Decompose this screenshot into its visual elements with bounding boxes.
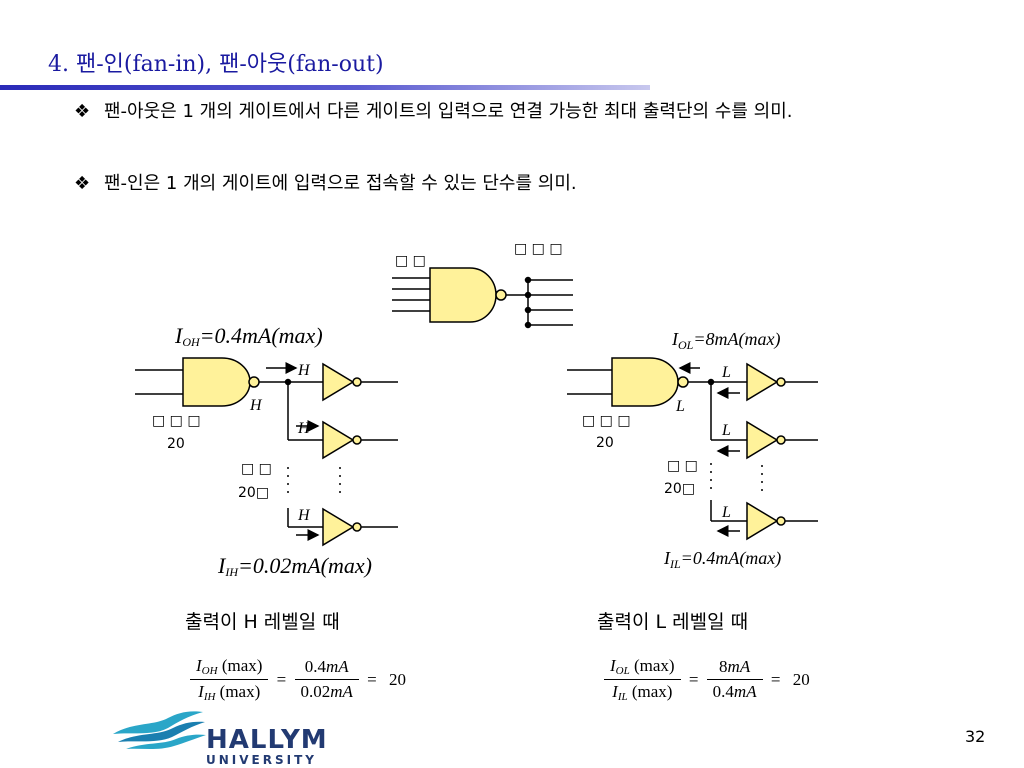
top-gate-output-label: □ □ □ xyxy=(514,241,563,257)
left-box-label: □ □ □ xyxy=(152,413,201,429)
l-label: L xyxy=(721,422,731,439)
l-label: L xyxy=(675,398,685,415)
h-label: H xyxy=(249,397,263,414)
slide-title: 4. 팬-인(fan-in), 팬-아웃(fan-out) xyxy=(48,52,384,77)
logo-line2: UNIVERSITY xyxy=(206,753,317,767)
l-label: L xyxy=(721,504,731,521)
iol-label: IOL=8mA(max) xyxy=(671,329,780,352)
h-label: H xyxy=(297,420,311,437)
right-arrows xyxy=(678,362,740,537)
h-label: H xyxy=(297,507,311,524)
left-count: 20 xyxy=(167,436,185,452)
h-label: H xyxy=(297,362,311,379)
left-buffer-gates xyxy=(322,362,398,547)
bullet-fan-in: ❖ 팬-인은 1 개의 게이트에 입력으로 접속할 수 있는 단수를 의미. xyxy=(74,170,924,197)
equation-high: IOH (max) IIH (max) = 0.4mA 0.02mA = 20 xyxy=(190,656,410,703)
left-box-label2: □ □ xyxy=(241,461,272,477)
iih-label: IIH=0.02mA(max) xyxy=(217,553,372,579)
bullet-text: 팬-인은 1 개의 게이트에 입력으로 접속할 수 있는 단수를 의미. xyxy=(104,173,577,194)
hallym-logo: HALLYM UNIVERSITY xyxy=(206,727,328,767)
iil-label: IIL=0.4mA(max) xyxy=(663,548,781,571)
title-underline xyxy=(0,85,650,90)
bullet-text: 팬-아웃은 1 개의 게이트에서 다른 게이트의 입력으로 연결 가능한 최대 … xyxy=(104,101,793,122)
right-count2: 20□ xyxy=(664,481,695,497)
right-box-label2: □ □ xyxy=(667,458,698,474)
l-label: L xyxy=(721,364,731,381)
bullet-fan-out: ❖ 팬-아웃은 1 개의 게이트에서 다른 게이트의 입력으로 연결 가능한 최… xyxy=(74,98,924,125)
left-nand-gate xyxy=(135,357,323,528)
logo-line1: HALLYM xyxy=(206,725,328,755)
right-box-label: □ □ □ xyxy=(582,413,631,429)
page-number: 32 xyxy=(965,727,986,746)
right-nand-gate xyxy=(567,357,747,522)
left-arrows xyxy=(266,362,320,541)
ioh-label: IOH=0.4mA(max) xyxy=(174,323,323,349)
right-buffer-gates xyxy=(746,362,818,541)
hallym-wave-logo-icon xyxy=(113,711,206,749)
top-nand-gate xyxy=(392,267,573,329)
caption-low-level: 출력이 L 레벨일 때 xyxy=(597,611,749,633)
equation-low: IOL (max) IIL (max) = 8mA 0.4mA = 20 xyxy=(604,656,814,703)
diamond-bullet-icon: ❖ xyxy=(74,101,91,122)
diamond-bullet-icon: ❖ xyxy=(74,173,91,194)
right-count: 20 xyxy=(596,435,614,451)
right-dots xyxy=(710,463,763,491)
left-count2: 20□ xyxy=(238,485,269,501)
caption-high-level: 출력이 H 레벨일 때 xyxy=(185,611,340,633)
left-dots xyxy=(287,467,341,493)
top-gate-input-label: □ □ xyxy=(395,253,426,269)
